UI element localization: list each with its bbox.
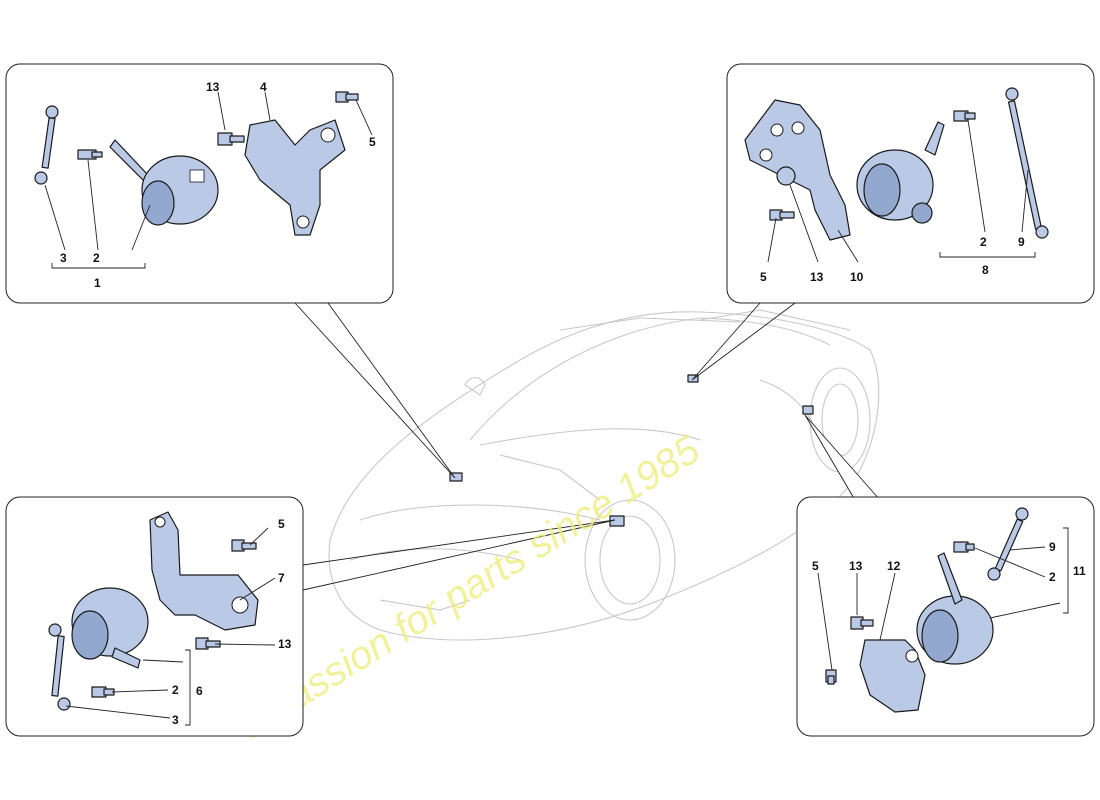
level-sensor-part xyxy=(856,121,945,224)
screw-part xyxy=(231,539,257,552)
callout-2: 2 xyxy=(1049,570,1056,584)
link-rod-part xyxy=(34,105,59,185)
link-rod-part xyxy=(48,623,71,711)
panel-top-right: 2 9 5 13 10 8 xyxy=(726,63,1095,304)
panel-bottom-left: 5 7 13 2 6 3 xyxy=(5,496,304,737)
callout-13: 13 xyxy=(278,637,292,651)
panel-bottom-right: 5 13 12 9 2 11 xyxy=(796,496,1095,737)
bracket-part xyxy=(244,119,346,236)
screw-part xyxy=(953,110,976,122)
link-rod-part xyxy=(1005,87,1049,239)
callout-3: 3 xyxy=(60,251,67,265)
callout-2: 2 xyxy=(93,251,100,265)
screw-part xyxy=(217,132,245,146)
callout-5: 5 xyxy=(369,135,376,149)
screw-part xyxy=(77,149,103,160)
callout-2: 2 xyxy=(980,235,987,249)
screw-part xyxy=(850,616,874,630)
callout-5: 5 xyxy=(760,270,767,284)
callout-13: 13 xyxy=(206,80,220,94)
screw-part xyxy=(335,91,359,103)
callout-5: 5 xyxy=(278,517,285,531)
callout-1: 1 xyxy=(94,276,101,290)
screw-part xyxy=(825,669,837,685)
callout-6: 6 xyxy=(196,684,203,698)
callout-10: 10 xyxy=(850,270,864,284)
level-sensor-part xyxy=(109,139,219,226)
callout-11: 11 xyxy=(1073,564,1086,578)
callout-8: 8 xyxy=(982,263,989,277)
level-sensor-part xyxy=(71,587,149,669)
callout-13: 13 xyxy=(849,559,863,573)
callout-12: 12 xyxy=(887,559,901,573)
screw-part xyxy=(953,541,975,553)
screw-part xyxy=(91,686,115,698)
callout-9: 9 xyxy=(1049,540,1056,554)
callout-3: 3 xyxy=(172,713,179,727)
bracket-part xyxy=(149,511,259,631)
bracket-part xyxy=(744,99,851,241)
panel-leader-lines xyxy=(294,302,881,591)
callout-9: 9 xyxy=(1018,235,1025,249)
sensor-marker-front-left xyxy=(449,472,463,482)
car-outline xyxy=(328,309,880,641)
link-rod-part xyxy=(987,507,1029,581)
callout-7: 7 xyxy=(278,571,285,585)
panel-top-left: 13 4 5 3 2 1 xyxy=(5,63,394,304)
callout-13: 13 xyxy=(810,270,824,284)
screw-part xyxy=(769,209,795,221)
callout-4: 4 xyxy=(260,80,267,94)
callout-5: 5 xyxy=(812,559,819,573)
panel-frame xyxy=(5,496,304,737)
sensor-marker-rear-left xyxy=(802,405,814,415)
level-sensor-part xyxy=(916,552,994,665)
screw-part xyxy=(776,166,796,186)
callout-2: 2 xyxy=(172,683,179,697)
bracket-part xyxy=(859,639,926,713)
